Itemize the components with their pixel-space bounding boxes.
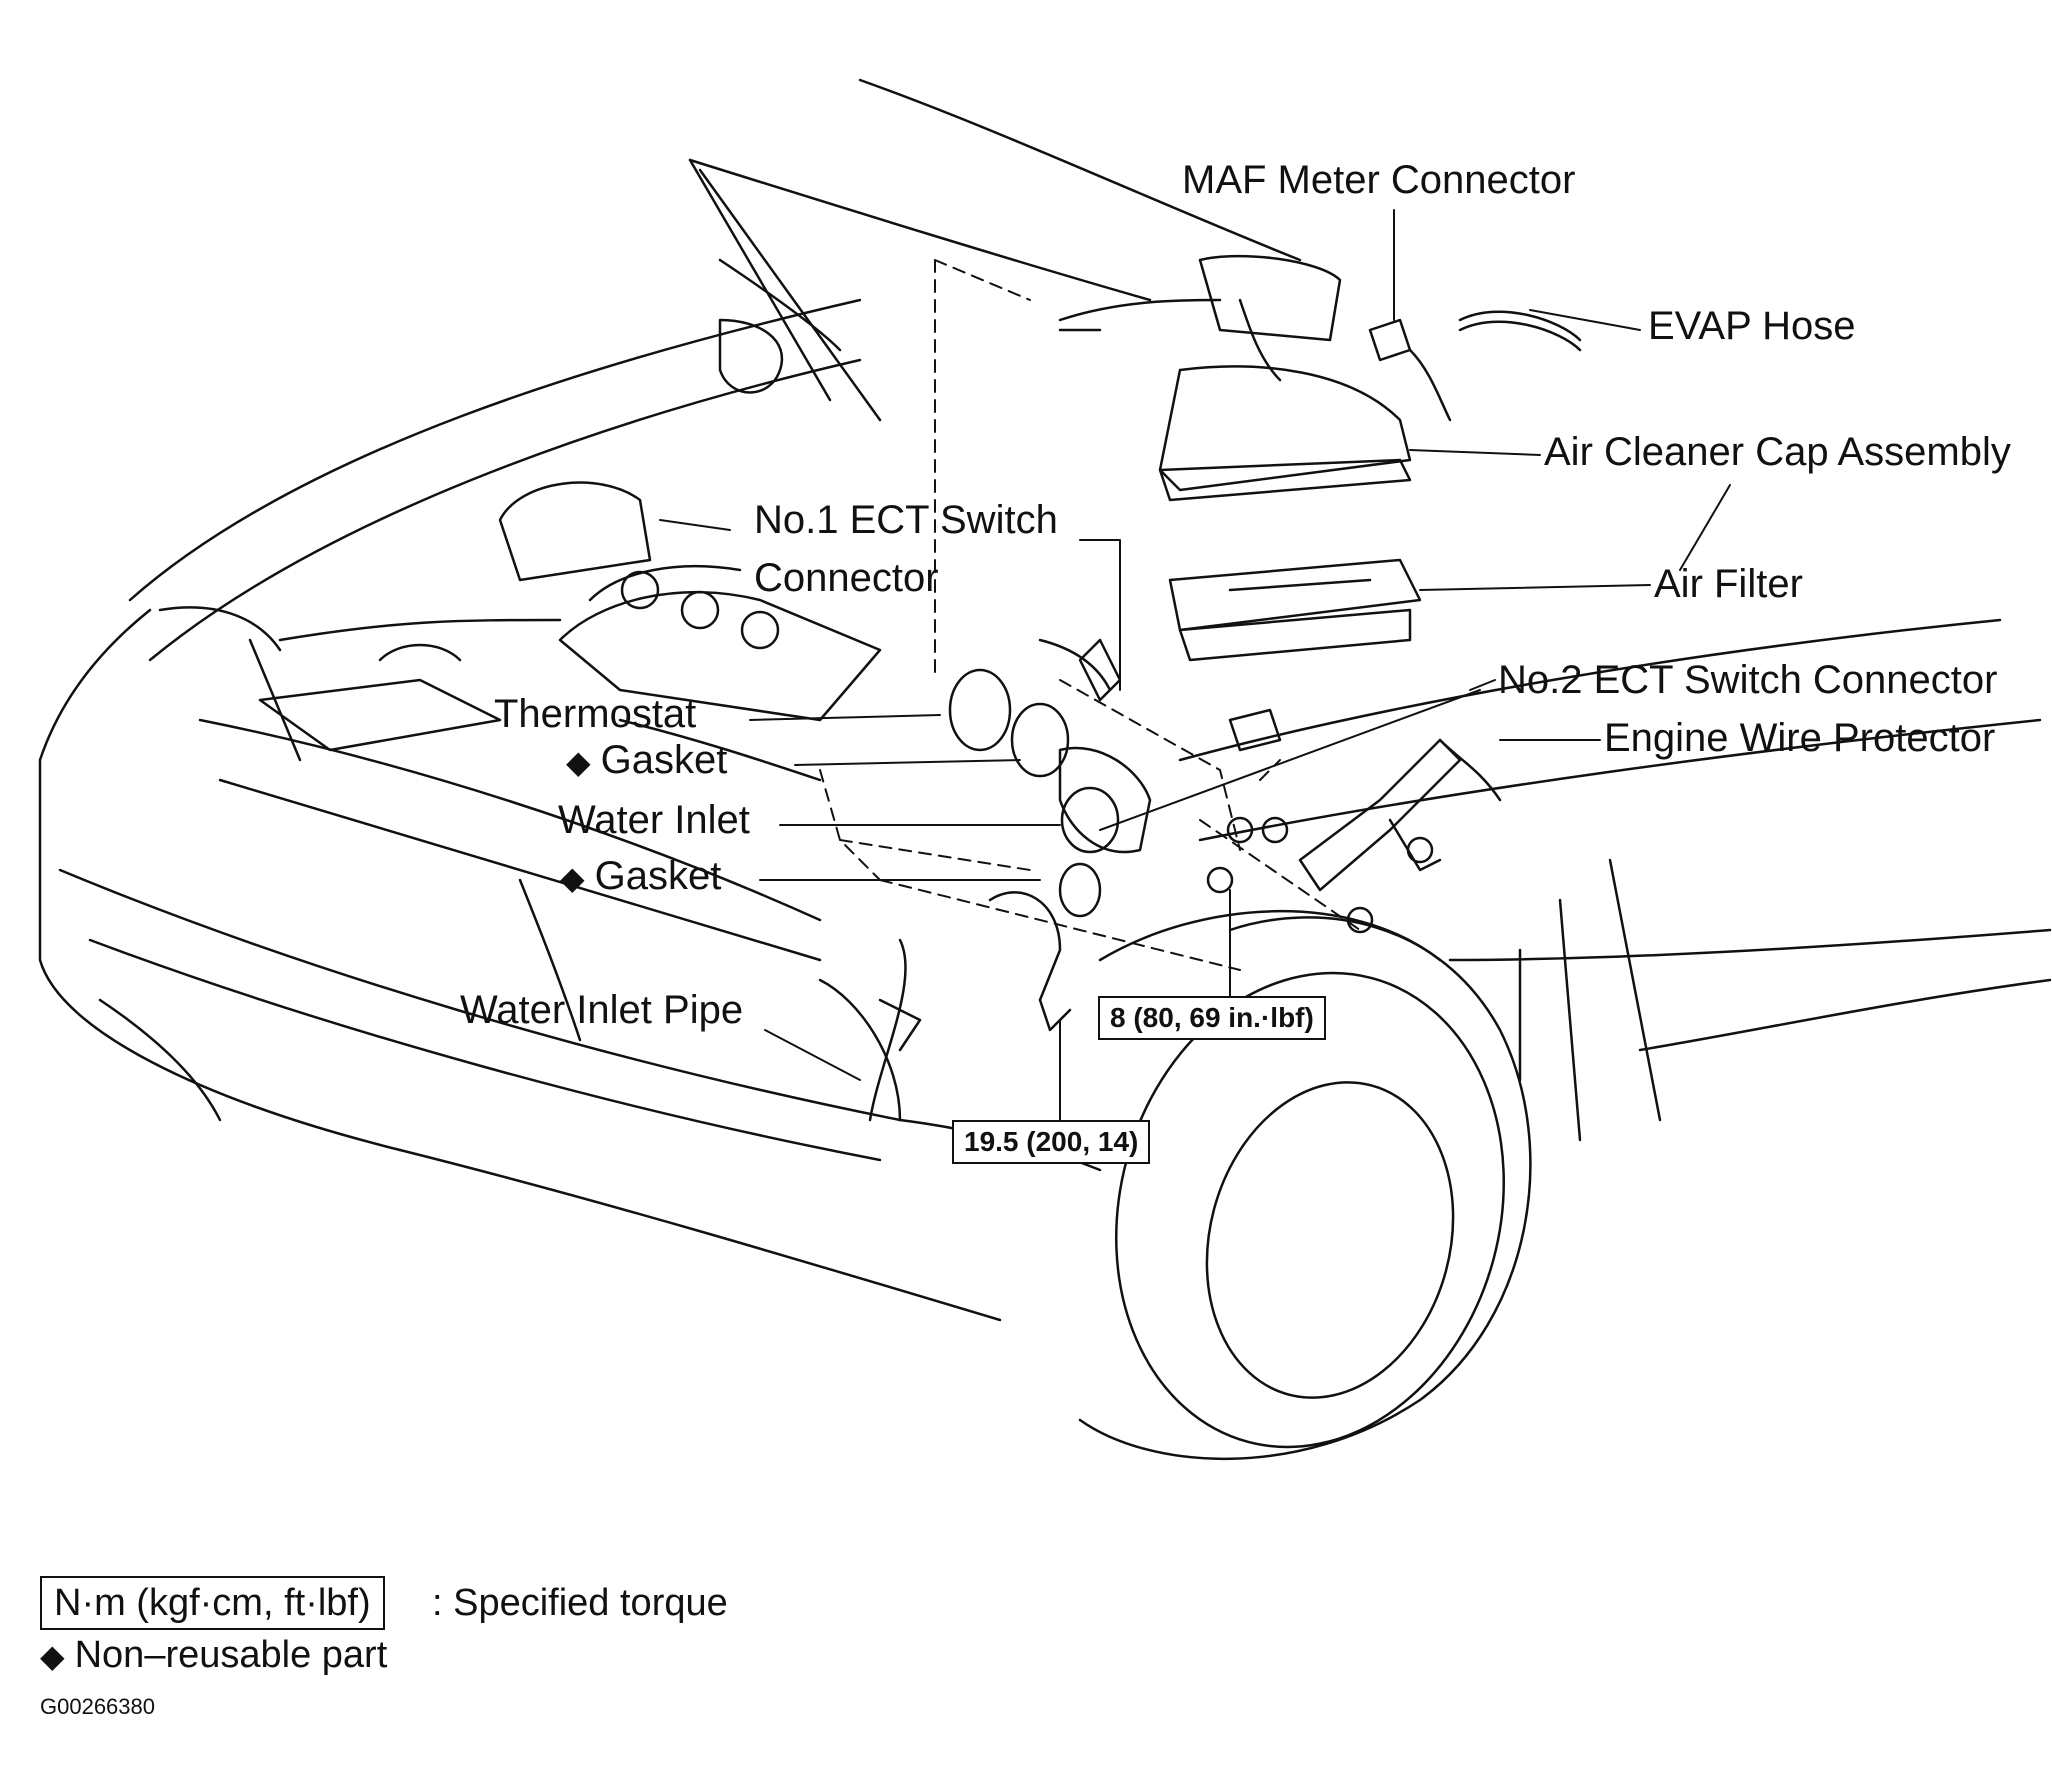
gasket-upper-text: Gasket [600, 738, 728, 782]
engine-components [258, 318, 882, 782]
wire-protector-parts [1206, 738, 1502, 934]
hood-outline [688, 78, 1302, 422]
label-engine-wire-protector: Engine Wire Protector [1604, 716, 1996, 760]
legend-torque-description: : Specified torque [432, 1582, 728, 1624]
label-gasket-lower: ◆Gasket [560, 856, 721, 896]
torque-box-nuts: 8 (80, 69 in.·lbf) [1098, 996, 1326, 1040]
leader-lines [659, 209, 1731, 1131]
legend-non-reusable: ◆Non–reusable part [40, 1636, 387, 1674]
legend-torque-units-box: N·m (kgf·cm, ft·lbf) [40, 1576, 385, 1630]
legend-non-reusable-text: Non–reusable part [74, 1634, 388, 1676]
label-water-inlet: Water Inlet [558, 798, 750, 842]
label-evap-hose: EVAP Hose [1648, 304, 1856, 348]
label-thermostat: Thermostat [494, 692, 697, 736]
label-maf-meter-connector: MAF Meter Connector [1182, 158, 1576, 202]
dashed-guide-lines [819, 259, 1361, 971]
label-air-cleaner-cap-assembly: Air Cleaner Cap Assembly [1544, 430, 2011, 474]
label-no1-ect-switch-connector-line1: No.1 ECT Switch [754, 498, 1058, 542]
gasket-lower-text: Gasket [594, 854, 722, 898]
label-gasket-upper: ◆Gasket [566, 740, 727, 780]
torque-box-bolt: 19.5 (200, 14) [952, 1120, 1151, 1164]
label-air-filter: Air Filter [1654, 562, 1803, 606]
label-no2-ect-switch-connector: No.2 ECT Switch Connector [1498, 658, 1998, 702]
non-reusable-diamond-icon: ◆ [566, 744, 591, 780]
non-reusable-diamond-icon: ◆ [560, 860, 585, 896]
cooling-parts [818, 668, 1152, 1122]
label-water-inlet-pipe: Water Inlet Pipe [460, 988, 744, 1032]
figure-code: G00266380 [40, 1694, 155, 1719]
label-no1-ect-switch-connector-line2: Connector [754, 556, 939, 600]
non-reusable-diamond-icon: ◆ [40, 1638, 65, 1674]
